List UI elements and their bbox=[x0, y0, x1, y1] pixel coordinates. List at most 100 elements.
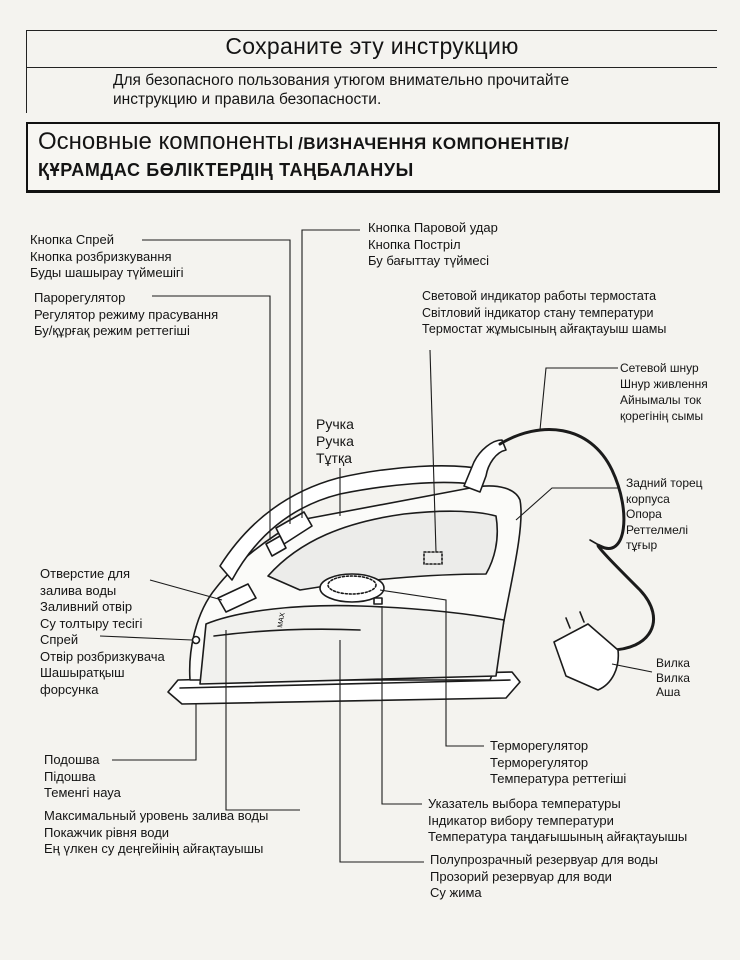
safety-notice-line: инструкцию и правила безопасности. bbox=[113, 91, 382, 108]
safety-notice: Для безопасного пользования утюгом внима… bbox=[113, 71, 569, 109]
label-line: тұғыр bbox=[626, 538, 658, 552]
thermostat-light-shape bbox=[423, 551, 443, 565]
soleplate-edge bbox=[179, 679, 511, 689]
safety-notice-line: Для безопасного пользования утюгом внима… bbox=[113, 72, 570, 89]
label-line: форсунка bbox=[40, 681, 99, 697]
label-line: Парорегулятор bbox=[34, 290, 126, 305]
label-steam-regulator: Парорегулятор Регулятор режиму прасуванн… bbox=[34, 290, 218, 340]
leader-spray-button bbox=[142, 239, 291, 524]
page-title: Сохраните эту инструкцию bbox=[225, 33, 519, 59]
plug-shape bbox=[553, 623, 620, 691]
label-thermostat-light: Световой индикатор работы термостата Сві… bbox=[422, 288, 666, 338]
leader-temp-indicator bbox=[381, 606, 422, 805]
max-line bbox=[213, 628, 361, 637]
label-line: Шашыратқыш bbox=[40, 665, 125, 680]
label-line: Су жима bbox=[430, 885, 482, 900]
leader-plug bbox=[611, 663, 653, 673]
water-tank-shape bbox=[199, 604, 505, 685]
label-line: Указатель выбора температуры bbox=[428, 796, 621, 811]
label-line: Кнопка розбризкування bbox=[30, 248, 172, 264]
label-line: Прозорий резервуар для води bbox=[430, 868, 612, 884]
label-temp-indicator: Указатель выбора температуры Індикатор в… bbox=[428, 796, 687, 846]
label-line: Ручка bbox=[316, 433, 354, 449]
label-line: Температура таңдағышының айғақтауышы bbox=[428, 829, 688, 844]
cord-guard-shape bbox=[463, 439, 507, 493]
label-line: Буды шашырау түймешігі bbox=[30, 265, 184, 280]
label-soleplate: Подошва Підошва Теменгі науа bbox=[44, 752, 121, 802]
label-handle: Ручка Ручка Тұтқа bbox=[316, 416, 354, 467]
label-line: Тұтқа bbox=[316, 450, 352, 466]
leader-fill-opening bbox=[149, 579, 223, 601]
label-line: Кнопка Паровой удар bbox=[368, 220, 498, 235]
leader-steam-regulator bbox=[152, 295, 271, 540]
label-line: залива воды bbox=[40, 582, 117, 598]
label-line: Отвір розбризкувача bbox=[40, 648, 165, 664]
label-line: Термостат жұмысының айғақтауыш шамы bbox=[422, 322, 667, 336]
leader-power-cord bbox=[539, 367, 618, 431]
label-line: Реттелмелі bbox=[626, 522, 689, 537]
label-line: Аша bbox=[656, 685, 681, 699]
components-heading-ru: Основные компоненты bbox=[38, 128, 294, 155]
leader-water-tank bbox=[339, 640, 424, 863]
label-line: Температура реттегіші bbox=[490, 771, 627, 786]
instruction-header: Сохраните эту инструкцию Для безопасного… bbox=[26, 30, 717, 113]
label-line: Покажчик рівня води bbox=[44, 824, 170, 840]
label-line: Задний торец bbox=[626, 476, 703, 490]
label-temp-regulator: Терморегулятор Терморегулятор Температур… bbox=[490, 738, 626, 788]
label-line: Бу/құрғақ режим реттегіші bbox=[34, 323, 190, 338]
label-line: Айнымалы ток bbox=[620, 393, 702, 407]
label-plug: Вилка Вилка Аша bbox=[656, 656, 690, 700]
leader-soleplate bbox=[112, 704, 197, 761]
label-steam-burst-button: Кнопка Паровой удар Кнопка Постріл Бу ба… bbox=[368, 220, 498, 270]
label-spray-nozzle: Спрей Отвір розбризкувача Шашыратқыш фор… bbox=[40, 632, 165, 698]
label-line: Полупрозрачный резервуар для воды bbox=[430, 852, 658, 867]
label-line: Індикатор вибору температури bbox=[428, 812, 614, 828]
label-line: Сетевой шнур bbox=[620, 361, 699, 375]
label-fill-opening: Отверстие для залива воды Заливний отвір… bbox=[40, 566, 142, 632]
label-max-fill: Максимальный уровень залива воды Покажчи… bbox=[44, 808, 268, 858]
label-line: корпуса bbox=[626, 491, 670, 506]
label-line: Підошва bbox=[44, 768, 96, 784]
handle-opening bbox=[267, 510, 499, 591]
label-line: Опора bbox=[626, 507, 662, 521]
label-line: Максимальный уровень залива воды bbox=[44, 808, 269, 823]
leader-heel-rest bbox=[515, 487, 618, 521]
label-spray-button: Кнопка Спрей Кнопка розбризкування Буды … bbox=[30, 232, 184, 282]
label-line: Шнур живлення bbox=[620, 377, 708, 391]
label-line: Регулятор режиму прасування bbox=[34, 306, 219, 322]
leader-max-fill bbox=[225, 630, 300, 811]
label-line: Ең үлкен су деңгейінің айғақтауышы bbox=[44, 841, 264, 856]
label-line: Спрей bbox=[40, 632, 79, 647]
label-line: Світловий індикатор стану температури bbox=[422, 305, 654, 320]
label-line: Отверстие для bbox=[40, 566, 131, 581]
label-line: Кнопка Спрей bbox=[30, 232, 114, 247]
leader-thermostat-light bbox=[429, 349, 437, 553]
label-line: Терморегулятор bbox=[490, 738, 589, 753]
label-line: Вилка bbox=[656, 656, 690, 670]
power-cord-shape bbox=[498, 428, 655, 652]
label-line: Бу бағыттау түймесі bbox=[368, 253, 490, 268]
components-heading-kz: ҚҰРАМДАС БӨЛІКТЕРДІҢ ТАҢБАЛАНУЫ bbox=[38, 160, 414, 180]
label-water-tank: Полупрозрачный резервуар для воды Прозор… bbox=[430, 852, 658, 902]
label-line: Заливний отвір bbox=[40, 599, 133, 614]
fill-opening-shape bbox=[217, 583, 257, 613]
header-divider bbox=[27, 67, 717, 68]
label-line: Ручка bbox=[316, 416, 354, 432]
label-line: Терморегулятор bbox=[490, 754, 589, 770]
label-line: Теменгі науа bbox=[44, 785, 121, 800]
label-line: қорегінің сымы bbox=[620, 409, 704, 423]
components-heading: Основные компоненты /ВИЗНАЧЕННЯ КОМПОНЕН… bbox=[38, 128, 569, 156]
components-heading-ua: /ВИЗНАЧЕННЯ КОМПОНЕНТІВ/ bbox=[298, 134, 570, 153]
components-heading-box: Основные компоненты /ВИЗНАЧЕННЯ КОМПОНЕН… bbox=[26, 122, 720, 193]
leader-spray-nozzle bbox=[99, 635, 193, 641]
max-marking: MAX bbox=[277, 612, 287, 628]
label-line: Подошва bbox=[44, 752, 100, 767]
temperature-dial-shape bbox=[319, 573, 385, 603]
spray-nozzle-shape bbox=[191, 635, 201, 645]
leader-temp-regulator bbox=[379, 589, 484, 747]
leader-steam-burst bbox=[301, 229, 360, 518]
label-power-cord: Сетевой шнур Шнур живлення Айнымалы ток … bbox=[620, 360, 708, 424]
label-line: Су толтыру тесігі bbox=[40, 615, 143, 631]
